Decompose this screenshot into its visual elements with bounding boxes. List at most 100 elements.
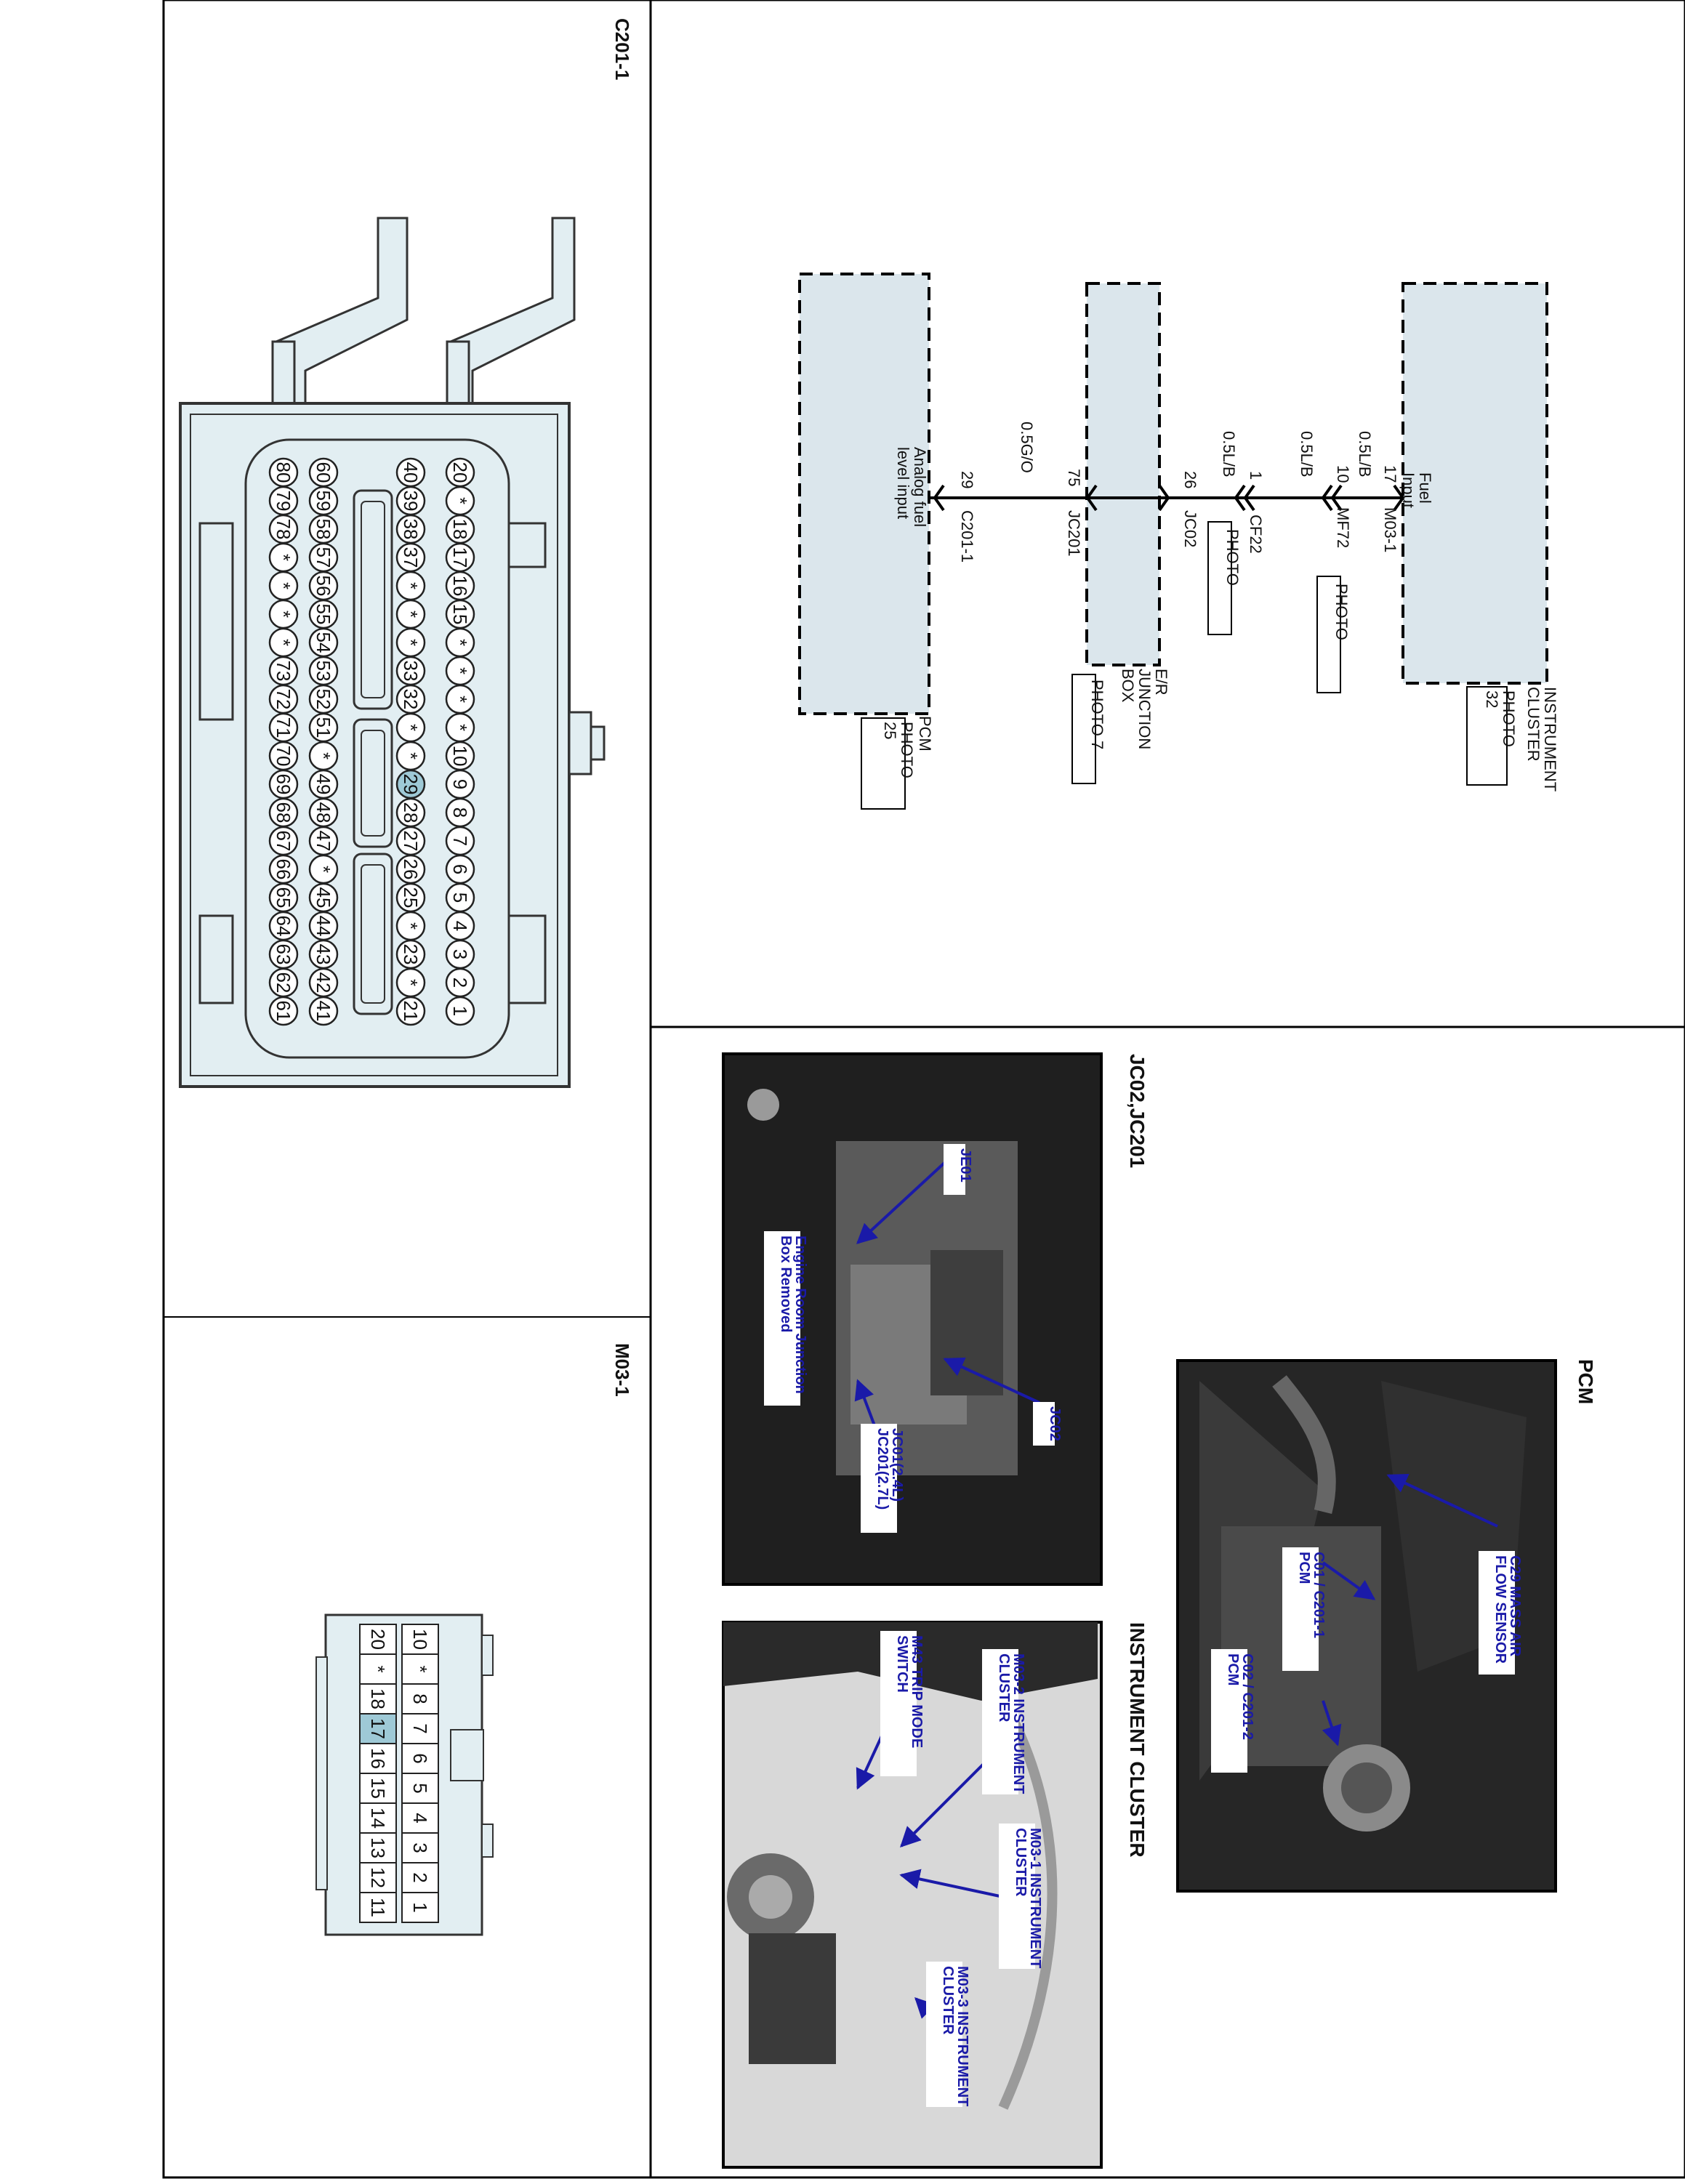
m03-pin <box>359 1713 397 1744</box>
wire-color-label: 0.5L/B <box>1298 431 1316 478</box>
c201-pin-label: 45 <box>313 887 334 908</box>
schematic: INSTRUMENTCLUSTERPHOTO32E/RJUNCTIONBOXPH… <box>798 273 1559 810</box>
cluster-callout-label: SWITCH <box>894 1635 910 1693</box>
c201-pin-label: 21 <box>400 1001 422 1022</box>
cluster-callout-label: CLUSTER <box>940 1966 956 2035</box>
c201-pin-label: * <box>273 582 294 589</box>
c201-pin-label: 63 <box>273 944 294 965</box>
m03-title: M03-1 <box>611 1343 633 1397</box>
c201-pin-label: 1 <box>449 1006 471 1016</box>
pcm-photo-title: PCM <box>1575 1359 1597 1404</box>
m03-1-label: M03-1 <box>1381 507 1399 552</box>
c201-pin-label: 2 <box>449 978 471 988</box>
jc-photo-title: JC02,JC201 <box>1126 1054 1149 1168</box>
c201-pin-label: 57 <box>313 547 334 568</box>
c201-pin-label: 71 <box>273 717 294 738</box>
pin-75-label: 75 <box>1065 469 1083 486</box>
c201-pin-label: * <box>400 724 422 731</box>
m03-pin-label: 7 <box>409 1723 431 1733</box>
m03-pin-label: 20 <box>367 1629 389 1650</box>
pcm-callout-label: C29 MASS AIR <box>1507 1555 1523 1657</box>
c201-pin-label: * <box>449 639 471 646</box>
m03-pin-label: 12 <box>367 1867 389 1888</box>
wire-color-label: 0.5L/B <box>1220 431 1238 478</box>
pcm-box <box>798 273 930 715</box>
cluster-callout-label: M03-2 INSTRUMENT <box>1010 1653 1026 1794</box>
c201-pin-label: 67 <box>273 831 294 852</box>
cluster-callout-label: CLUSTER <box>996 1653 1012 1722</box>
pcm-name-label: PCM <box>916 716 934 751</box>
pcm-callout-label: PCM <box>1296 1552 1312 1584</box>
c201-pin-label: 6 <box>449 864 471 874</box>
c201-pin <box>268 996 299 1026</box>
m03-pin <box>359 1683 397 1714</box>
cluster-photo-label: PHOTO <box>1500 690 1518 747</box>
wire-color-label: 0.5G/O <box>1018 422 1036 473</box>
c201-pin-label: * <box>273 554 294 561</box>
cluster-callout-label: CLUSTER <box>1013 1828 1029 1897</box>
pin-1-label: 1 <box>1247 471 1265 480</box>
c201-pin-label: 9 <box>449 779 471 789</box>
c201-pin-label: * <box>449 696 471 703</box>
pcm-callout-label: C02 / C201-2 <box>1239 1653 1255 1740</box>
mf72-label: MF72 <box>1334 507 1352 548</box>
c201-pin-label: 43 <box>313 944 334 965</box>
c201-pin-label: 15 <box>449 604 471 625</box>
c201-pin-label: 66 <box>273 859 294 880</box>
c201-pin-label: * <box>449 724 471 731</box>
c201-pin-label: 29 <box>400 774 422 795</box>
c201-connector: C201-1 20*18171615****109876543214039383… <box>179 18 633 1088</box>
m03-pin-label: 5 <box>409 1783 431 1793</box>
c201-pin-label: * <box>273 639 294 646</box>
c201-pin-label: 28 <box>400 802 422 823</box>
c201-pin-grid: 20*18171615****1098765432140393837***333… <box>268 457 475 1026</box>
c201-pin-label: * <box>273 611 294 618</box>
m03-pin-label: 14 <box>367 1808 389 1829</box>
c201-pin-label: 65 <box>273 887 294 908</box>
m03-pin <box>401 1713 439 1744</box>
m03-pin <box>401 1743 439 1774</box>
c201-pin-label: * <box>400 582 422 589</box>
m03-pin-label: 15 <box>367 1778 389 1799</box>
c201-pin-label: 78 <box>273 519 294 540</box>
jc201-label: JC201 <box>1065 510 1083 557</box>
c201-pin-label: 37 <box>400 547 422 568</box>
mf72-photo-label: PHOTO <box>1332 584 1351 640</box>
cluster-callout-label: M43 TRIP MODE <box>909 1635 925 1748</box>
c201-pin-label: * <box>449 667 471 674</box>
c201-pin-label: 55 <box>313 604 334 625</box>
c201-pin-label: 3 <box>449 949 471 959</box>
c201-pin-label: 59 <box>313 491 334 512</box>
page-frame <box>162 0 1685 2179</box>
pin-10-label: 10 <box>1334 465 1352 483</box>
c201-pin-label: * <box>400 979 422 986</box>
pin-17-label: 17 <box>1381 465 1399 483</box>
c201-pin-label: 10 <box>449 746 471 767</box>
jc-callout-label: JC01(2.4L) <box>889 1428 905 1502</box>
m03-pin-label: 11 <box>367 1898 389 1917</box>
c201-pin-label: * <box>313 866 334 873</box>
er-box-name-label: BOX <box>1119 669 1137 703</box>
c201-pin-label: 38 <box>400 519 422 540</box>
m03-pin-label: 4 <box>409 1813 431 1823</box>
c201-pin-label: 79 <box>273 491 294 512</box>
analog-input-label: level input <box>894 447 912 519</box>
c201-pin-label: 61 <box>273 1001 294 1022</box>
fuel-input-label: Fuel <box>1416 472 1434 504</box>
c201-pin-label: 68 <box>273 802 294 823</box>
c201-pin-label: * <box>400 752 422 759</box>
c201-pin-label: 20 <box>449 462 471 483</box>
pin-29-label: 29 <box>958 471 976 488</box>
c201-1-label: C201-1 <box>958 510 976 563</box>
er-junction-box <box>1085 282 1161 666</box>
cluster-name-label: CLUSTER <box>1524 687 1543 762</box>
c201-pin-label: 52 <box>313 689 334 710</box>
instrument-cluster-box <box>1402 282 1548 685</box>
pcm-callout-label: FLOW SENSOR <box>1492 1555 1508 1664</box>
m03-pin <box>359 1862 397 1893</box>
c201-pin-label: * <box>400 639 422 646</box>
er-box-name-label: E/R <box>1152 669 1170 696</box>
